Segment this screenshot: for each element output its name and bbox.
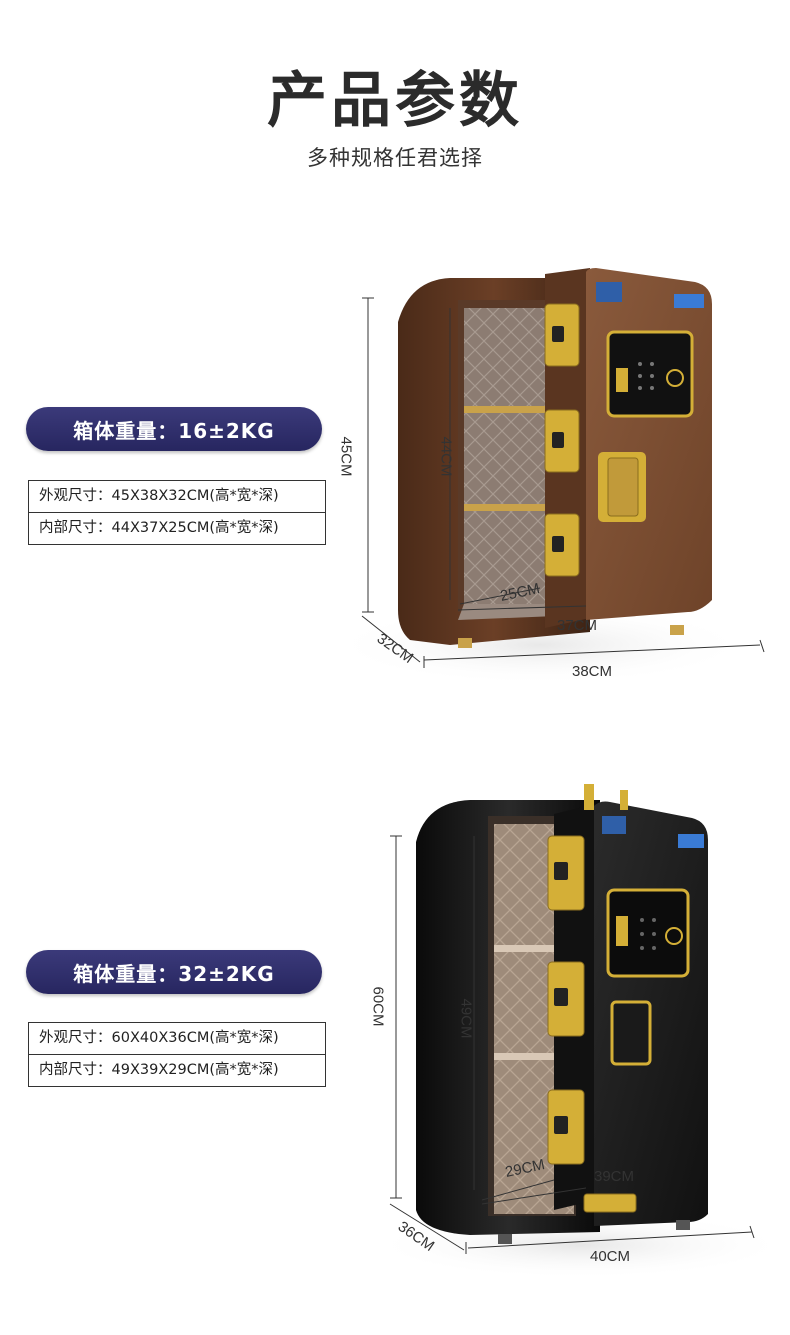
inner-size-row: 内部尺寸：49X39X29CM(高*宽*深) <box>29 1054 325 1086</box>
outer-height-label: 60CM <box>369 986 387 1027</box>
outer-width-label: 38CM <box>572 663 613 680</box>
page-title: 产品参数 <box>267 66 523 136</box>
size-spec-table: 外观尺寸：60X40X36CM(高*宽*深) 内部尺寸：49X39X29CM(高… <box>28 1022 326 1087</box>
size-spec-table: 外观尺寸：45X38X32CM(高*宽*深) 内部尺寸：44X37X25CM(高… <box>28 480 326 545</box>
black-safe-illustration <box>370 784 780 1279</box>
inner-height-label: 44CM <box>437 436 455 477</box>
inner-width-label: 39CM <box>594 1168 635 1185</box>
inner-size-row: 内部尺寸：44X37X25CM(高*宽*深) <box>29 512 325 544</box>
page-subtitle: 多种规格任君选择 <box>307 146 483 170</box>
inner-width-label: 37CM <box>557 617 598 634</box>
weight-badge: 箱体重量：16±2KG <box>26 407 322 451</box>
outer-size-row: 外观尺寸：60X40X36CM(高*宽*深) <box>39 1030 279 1046</box>
outer-width-label: 40CM <box>590 1248 631 1265</box>
brown-safe-illustration <box>340 268 765 680</box>
outer-size-row: 外观尺寸：45X38X32CM(高*宽*深) <box>39 488 279 504</box>
outer-height-label: 45CM <box>337 436 355 477</box>
weight-badge: 箱体重量：32±2KG <box>26 950 322 994</box>
inner-height-label: 49CM <box>457 998 475 1039</box>
